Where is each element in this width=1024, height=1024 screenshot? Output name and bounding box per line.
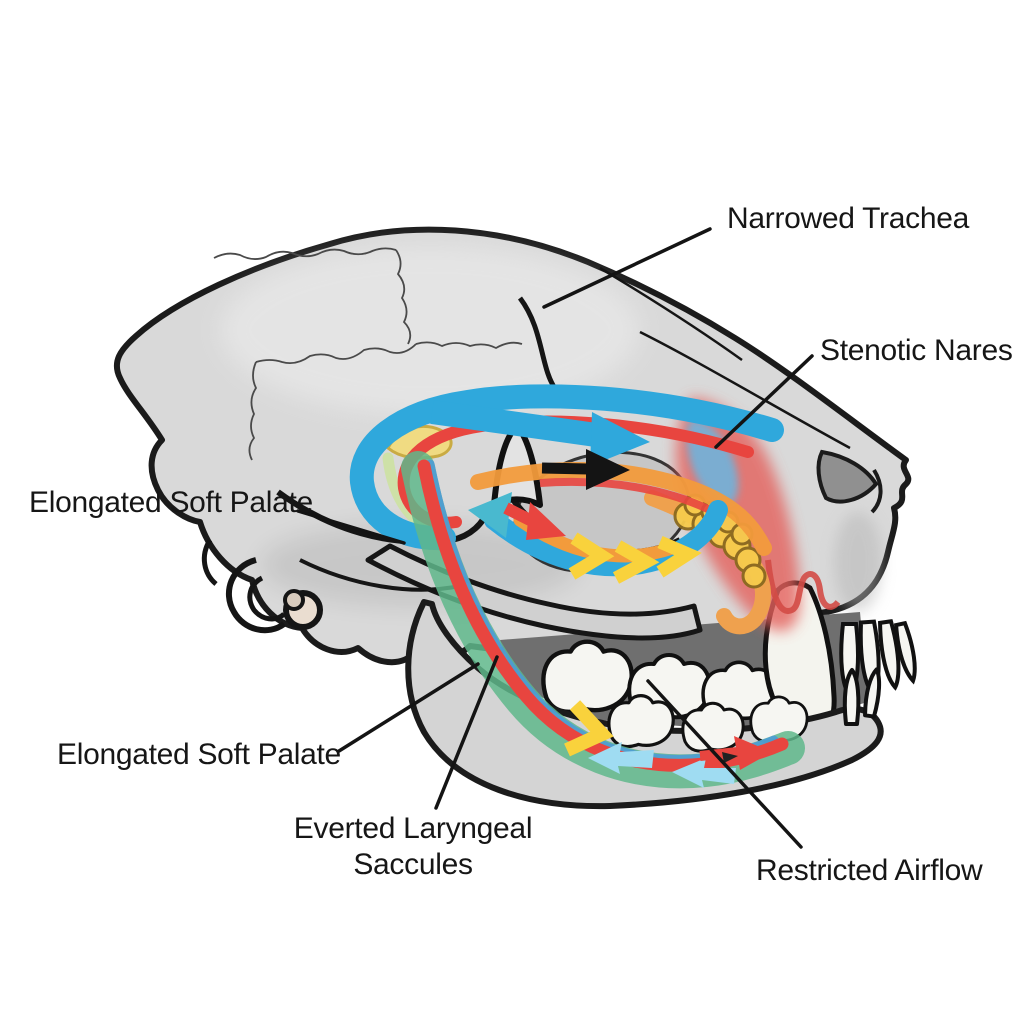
leader-elongated-soft-palate-upper: [296, 509, 406, 545]
postorbital-process: [491, 423, 543, 508]
blue-arrow-right: [430, 400, 650, 466]
suture-lines: [213, 247, 523, 461]
teal-arrow-left: [468, 492, 512, 538]
orange-band: [470, 462, 772, 556]
tympanic-bulla: [201, 538, 323, 634]
nasal-fold-line: [765, 559, 841, 614]
label-everted-laryngeal-saccules: Everted Laryngeal Saccules: [293, 812, 533, 881]
red-arrow-right-end: [699, 736, 772, 770]
suborbital-arc: [468, 492, 728, 584]
leader-lines: [296, 227, 814, 849]
red-arrow-downright: [503, 502, 566, 540]
yellow-chevrons: [568, 532, 702, 584]
label-stenotic-nares: Stenotic Nares: [820, 334, 1013, 367]
nose-tip-details: [816, 449, 883, 514]
throat-red: [417, 459, 789, 772]
yellow-chevron-down: [564, 700, 614, 757]
airflow-loop-blue: [349, 384, 784, 551]
label-restricted-airflow: Restricted Airflow: [756, 854, 983, 887]
leader-narrowed-trachea: [542, 227, 712, 309]
orange-red-stripe: [539, 477, 712, 514]
leader-restricted-airflow: [646, 679, 803, 849]
label-narrowed-trachea: Narrowed Trachea: [727, 202, 969, 235]
black-arrow-right: [541, 449, 630, 490]
label-elongated-soft-palate-lower: Elongated Soft Palate: [57, 738, 341, 771]
airflow-overlays: [349, 384, 841, 789]
light-blue-arrows-left: [588, 742, 736, 788]
face-shadow: [834, 512, 882, 612]
leader-stenotic-nares: [714, 354, 814, 449]
leader-everted-laryngeal-saccules: [434, 655, 499, 810]
dome-highlight: [220, 245, 640, 415]
leader-elongated-soft-palate-lower: [337, 662, 480, 753]
dog-skull: [113, 226, 917, 810]
label-elongated-soft-palate-upper: Elongated Soft Palate: [29, 486, 313, 519]
lower-teeth: [607, 667, 882, 753]
small-black-wedge: [722, 752, 738, 763]
